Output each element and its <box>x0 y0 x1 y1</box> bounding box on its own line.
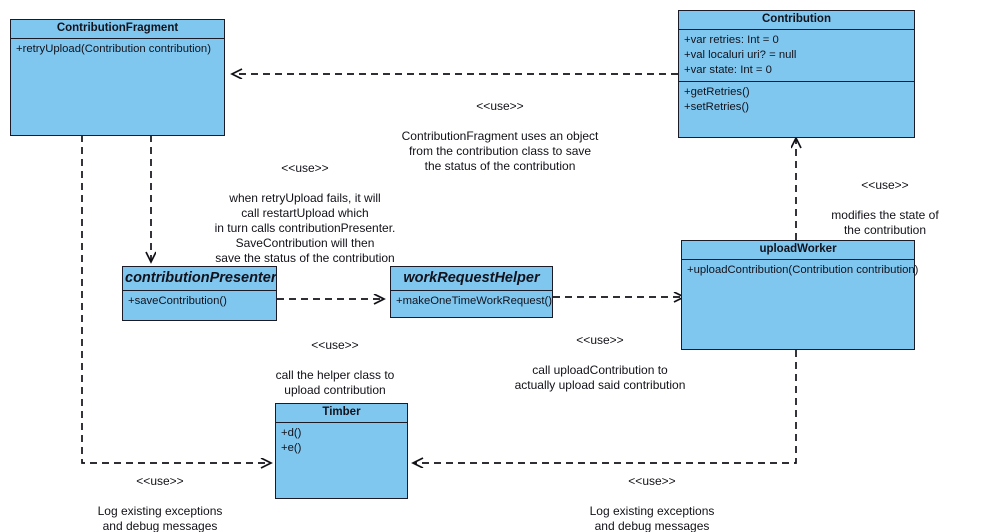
class-contribution-fragment[interactable]: ContributionFragment +retryUpload(Contri… <box>10 19 225 136</box>
attribute: +var retries: Int = 0 <box>684 34 779 46</box>
member: +d() <box>281 427 302 439</box>
member: +e() <box>281 442 302 454</box>
note-text: when retryUpload fails, it will call res… <box>214 191 396 265</box>
class-title-contribution-fragment: ContributionFragment <box>11 20 224 39</box>
class-title-timber: Timber <box>276 404 407 423</box>
note-text: modifies the state of the contribution <box>831 208 939 237</box>
note-text: ContributionFragment uses an object from… <box>401 129 599 173</box>
note-text: call the helper class to upload contribu… <box>275 368 395 397</box>
class-title-contribution: Contribution <box>679 11 914 30</box>
method: +setRetries() <box>684 101 749 113</box>
class-contribution[interactable]: Contribution +var retries: Int = 0 +val … <box>678 10 915 138</box>
note-fragment-uses-contribution: <<use>> ContributionFragment uses an obj… <box>330 84 670 174</box>
stereotype-label: <<use>> <box>281 161 329 175</box>
note-presenter-to-helper: <<use>> call the helper class to upload … <box>245 323 425 398</box>
note-fragment-to-presenter: <<use>> when retryUpload fails, it will … <box>155 146 455 266</box>
note-fragment-logs: <<use>> Log existing exceptions and debu… <box>65 459 255 532</box>
stereotype-label: <<use>> <box>576 333 624 347</box>
attribute: +val localuri uri? = null <box>684 49 797 61</box>
class-upload-worker[interactable]: uploadWorker +uploadContribution(Contrib… <box>681 240 919 350</box>
note-helper-to-worker: <<use>> call uploadContribution to actua… <box>480 318 720 393</box>
method: +getRetries() <box>684 86 750 98</box>
stereotype-label: <<use>> <box>311 338 359 352</box>
stereotype-label: <<use>> <box>476 99 524 113</box>
note-text: Log existing exceptions and debug messag… <box>97 504 223 532</box>
note-text: Log existing exceptions and debug messag… <box>589 504 715 532</box>
members-contribution-presenter: +saveContribution() <box>123 291 276 320</box>
class-contribution-presenter[interactable]: contributionPresenter +saveContribution(… <box>122 266 277 321</box>
note-text: call uploadContribution to actually uplo… <box>514 363 686 392</box>
class-title-contribution-presenter: contributionPresenter <box>123 267 276 291</box>
class-title-upload-worker: uploadWorker <box>682 241 914 260</box>
methods-contribution: +getRetries() +setRetries() <box>679 81 914 137</box>
member: +saveContribution() <box>128 295 227 307</box>
members-work-request-helper: +makeOneTimeWorkRequest() <box>391 291 552 317</box>
member: +makeOneTimeWorkRequest() <box>396 295 553 307</box>
attribute: +var state: Int = 0 <box>684 64 772 76</box>
class-work-request-helper[interactable]: workRequestHelper +makeOneTimeWorkReques… <box>390 266 553 318</box>
members-timber: +d() +e() <box>276 423 407 498</box>
class-timber[interactable]: Timber +d() +e() <box>275 403 408 499</box>
member: +uploadContribution(Contribution contrib… <box>687 264 919 276</box>
attributes-contribution: +var retries: Int = 0 +val localuri uri?… <box>679 30 914 81</box>
stereotype-label: <<use>> <box>136 474 184 488</box>
stereotype-label: <<use>> <box>861 178 909 192</box>
member: +retryUpload(Contribution contribution) <box>16 43 211 55</box>
note-worker-logs: <<use>> Log existing exceptions and debu… <box>557 459 747 532</box>
members-contribution-fragment: +retryUpload(Contribution contribution) <box>11 39 224 135</box>
note-worker-modifies-contribution: <<use>> modifies the state of the contri… <box>790 163 980 238</box>
members-upload-worker: +uploadContribution(Contribution contrib… <box>682 260 919 349</box>
stereotype-label: <<use>> <box>628 474 676 488</box>
class-title-work-request-helper: workRequestHelper <box>391 267 552 291</box>
